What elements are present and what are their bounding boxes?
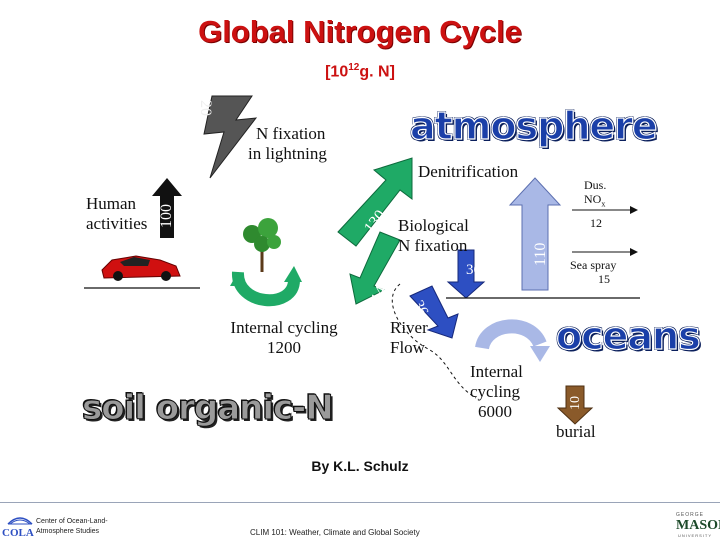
human-activities-label: Human activities — [86, 194, 148, 233]
denitrification-label: Denitrification — [418, 162, 519, 181]
university-sub-label: UNIVERSITY — [678, 533, 713, 538]
ocean-internal-cycling-arrow — [475, 319, 547, 351]
course-title: CLIM 101: Weather, Climate and Global So… — [250, 528, 420, 537]
land-internal-cycling-arrow — [232, 271, 300, 307]
page-title: Global Nitrogen Cycle — [198, 14, 522, 49]
atmosphere-label: atmosphere — [409, 103, 658, 148]
units-label: [1012g. N] — [325, 62, 395, 81]
soil-organic-n-label: soil organic-N — [82, 388, 335, 429]
biofix-arrow-land — [349, 231, 401, 305]
ocean-denitrification-arrow — [508, 177, 562, 291]
university-logo: MASON — [676, 518, 720, 533]
sea-spray-value: 15 — [598, 272, 610, 286]
org-name-line2: Atmosphere Studies — [36, 528, 100, 535]
tree-icon — [243, 218, 281, 272]
oceans-label: oceans — [555, 313, 701, 358]
burial-value: 10 — [568, 396, 583, 410]
cola-globe-icon — [7, 517, 33, 525]
ocean-internal-cycling-label: Internal cycling 6000 — [470, 362, 523, 421]
byline: By K.L. Schulz — [311, 458, 409, 474]
ocean-denitrification-value: 110 — [532, 242, 549, 266]
human-activities-arrow — [152, 178, 182, 238]
car-icon — [101, 255, 181, 281]
burial-arrow — [556, 385, 594, 425]
ocean-fixation-arrow — [446, 249, 486, 299]
dust-value: 12 — [590, 216, 602, 230]
lightning-value: 20 — [197, 100, 214, 116]
biofix-arrow-atmosphere — [337, 157, 413, 247]
biological-fixation-label: Biological N fixation — [398, 216, 469, 255]
dust-label: Dus. NOx — [584, 178, 607, 209]
n-fixation-lightning-label: N fixation in lightning — [248, 124, 327, 163]
burial-label: burial — [556, 422, 596, 441]
river-flow-label: River Flow — [390, 318, 428, 357]
ocean-fixation-value: 30 — [466, 262, 481, 278]
university-small-label: GEORGE — [676, 512, 704, 518]
human-activities-value: 100 — [158, 204, 175, 228]
river-path — [391, 283, 477, 399]
org-name-line1: Center of Ocean-Land- — [36, 518, 108, 525]
land-internal-cycling-label: Internal cycling 1200 — [230, 318, 338, 357]
river-flow-arrow — [409, 285, 459, 339]
lightning-bolt — [203, 95, 258, 179]
footer-divider — [0, 502, 720, 503]
cola-logo: COLA — [2, 527, 34, 539]
sea-spray-label: Sea spray — [570, 258, 617, 272]
